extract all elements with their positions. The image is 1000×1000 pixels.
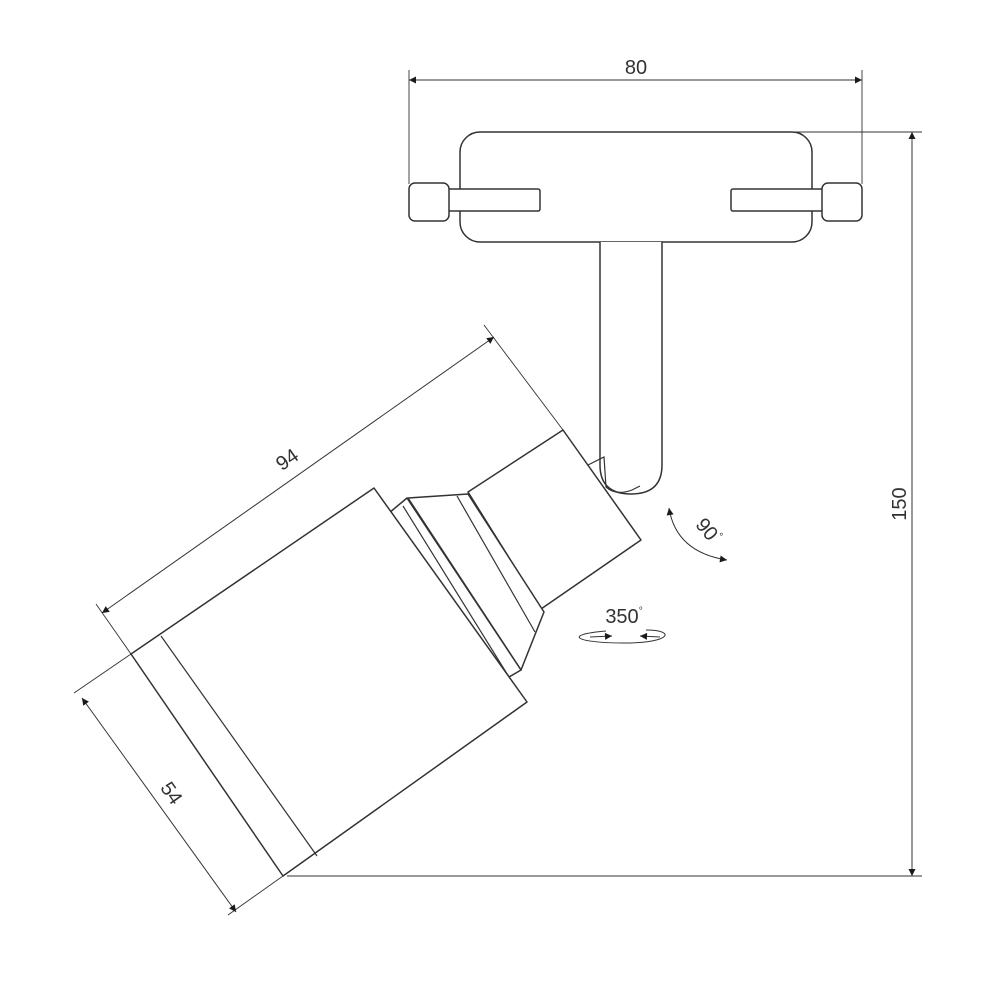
- lamp-front-band: [160, 635, 318, 857]
- swivel-degree: °: [639, 606, 643, 617]
- swivel-ellipse: [578, 629, 666, 644]
- extension-line: [483, 324, 564, 431]
- tilt-arc: [666, 507, 728, 563]
- dimension-width: 80: [408, 57, 863, 184]
- width-value: 80: [625, 57, 647, 79]
- track-adapter: [408, 131, 863, 243]
- swivel-number: 350: [605, 606, 638, 628]
- adapter-left-clip: [408, 182, 450, 222]
- dimension-height: 150: [287, 131, 922, 877]
- tilt-rotation-indicator: 90°: [666, 507, 728, 563]
- adapter-left-bar: [447, 188, 541, 212]
- extension-line: [227, 875, 284, 916]
- swivel-rotation-indicator: 350°: [578, 606, 666, 644]
- dimension-line: [81, 697, 237, 913]
- stem-joint: [587, 456, 641, 493]
- extension-line: [95, 603, 132, 655]
- stem: [587, 242, 663, 495]
- swivel-value: 350°: [605, 606, 642, 628]
- adapter-right-bar: [730, 188, 824, 212]
- height-value: 150: [889, 487, 911, 520]
- adapter-right-clip: [821, 182, 863, 222]
- dimension-line: [101, 336, 495, 614]
- diameter-value: 54: [156, 778, 187, 809]
- adapter-body: [459, 131, 813, 243]
- lamp-head: [130, 429, 642, 877]
- stem-body: [599, 242, 663, 495]
- tilt-degree: °: [713, 531, 724, 541]
- swivel-arrow: [639, 632, 661, 640]
- length-value: 94: [272, 445, 303, 476]
- tilt-value: 90°: [691, 514, 725, 548]
- swivel-arrow: [589, 632, 613, 640]
- tilt-number: 90: [691, 514, 722, 545]
- extension-line: [73, 653, 132, 694]
